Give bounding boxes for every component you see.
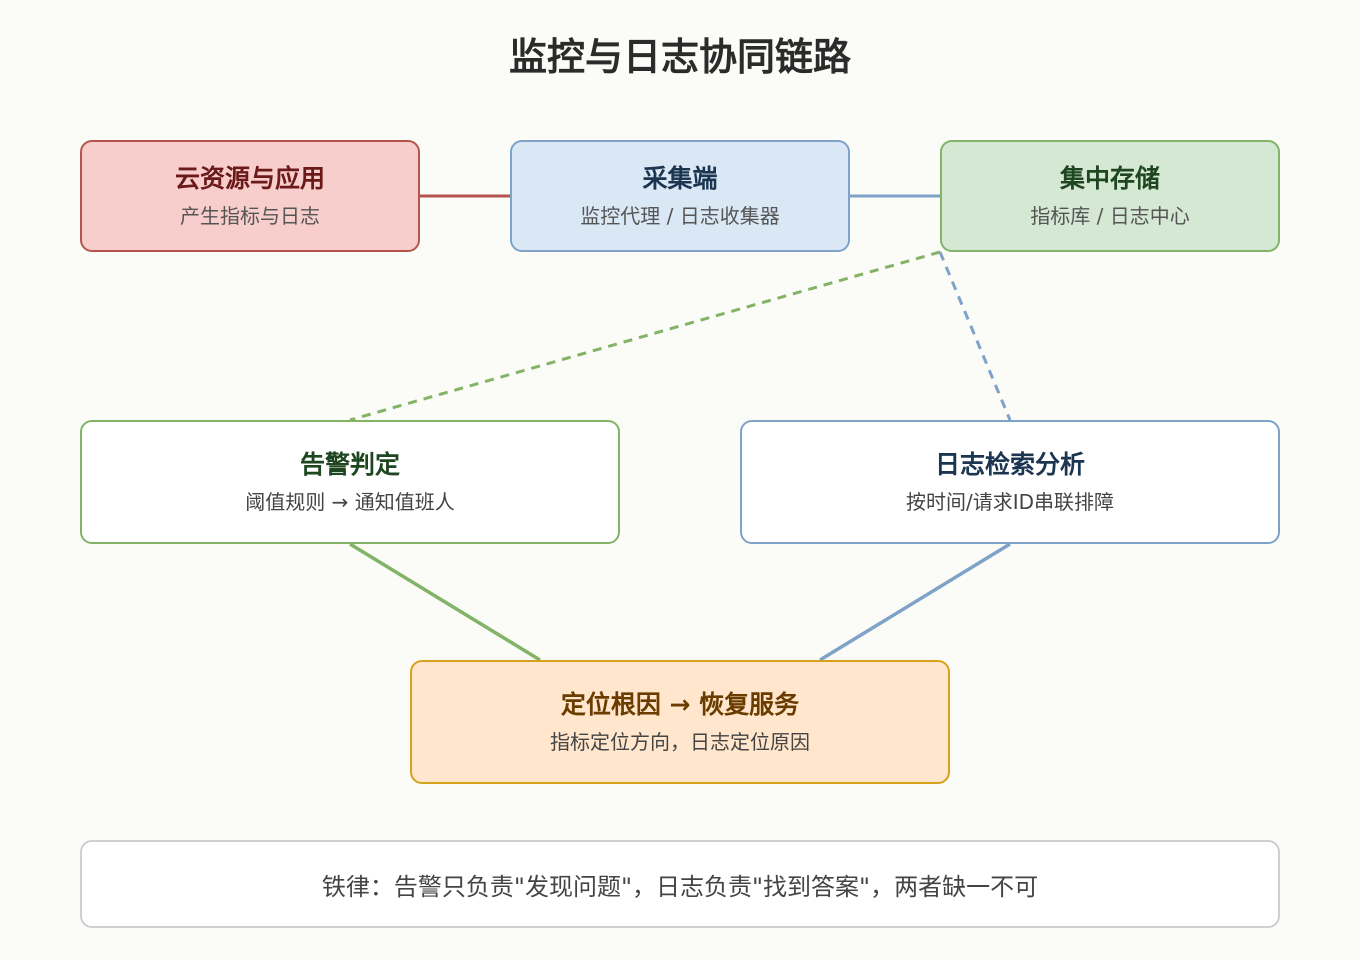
- node-subtitle: 指标库 / 日志中心: [1030, 204, 1190, 228]
- edge-store-alert: [349, 250, 941, 422]
- node-subtitle: 指标定位方向，日志定位原因: [550, 730, 810, 754]
- node-alert-judgement: 告警判定 阈值规则 → 通知值班人: [80, 420, 620, 544]
- node-title: 日志检索分析: [934, 450, 1085, 479]
- node-cloud-resources: 云资源与应用 产生指标与日志: [80, 140, 420, 252]
- node-subtitle: 阈值规则 → 通知值班人: [245, 490, 455, 514]
- diagram-title: 监控与日志协同链路: [508, 35, 851, 79]
- node-title: 采集端: [642, 164, 718, 193]
- node-subtitle: 产生指标与日志: [180, 204, 320, 228]
- edge-alert-root: [349, 542, 541, 662]
- node-title: 集中存储: [1059, 164, 1160, 193]
- node-title: 定位根因 → 恢复服务: [560, 690, 800, 719]
- node-collector: 采集端 监控代理 / 日志收集器: [510, 140, 850, 252]
- node-title: 云资源与应用: [174, 164, 325, 193]
- node-log-analysis: 日志检索分析 按时间/请求ID串联排障: [740, 420, 1280, 544]
- node-central-storage: 集中存储 指标库 / 日志中心: [940, 140, 1280, 252]
- node-title: 告警判定: [299, 450, 400, 479]
- edge-store-log: [938, 251, 1012, 421]
- edge-log-root: [819, 542, 1011, 662]
- node-subtitle: 监控代理 / 日志收集器: [580, 204, 780, 228]
- node-subtitle: 按时间/请求ID串联排障: [905, 490, 1115, 514]
- rule-banner: 铁律：告警只负责"发现问题"，日志负责"找到答案"，两者缺一不可: [80, 840, 1280, 928]
- node-root-cause: 定位根因 → 恢复服务 指标定位方向，日志定位原因: [410, 660, 950, 784]
